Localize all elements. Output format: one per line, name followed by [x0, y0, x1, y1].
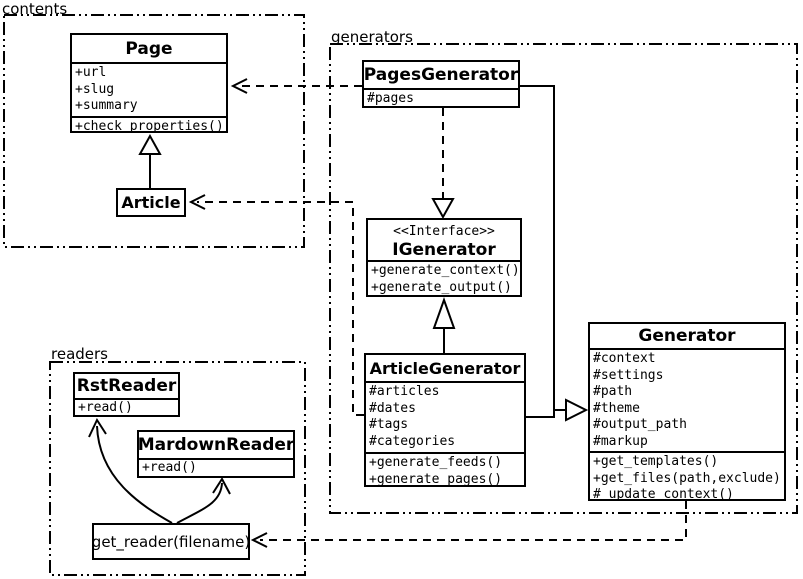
class-igenerator: <<Interface>> IGenerator +generate_conte…	[366, 218, 522, 297]
class-markdownreader-methods: +read()	[139, 458, 293, 476]
class-pagesgenerator: PagesGenerator #pages	[362, 60, 520, 108]
class-article: Article	[116, 188, 186, 217]
class-igenerator-stereotype: <<Interface>>	[393, 224, 495, 239]
attribute: +summary	[75, 98, 138, 113]
class-articlegenerator-title: ArticleGenerator	[369, 358, 521, 378]
attribute: #output_path	[593, 417, 687, 432]
attribute: #dates	[369, 400, 416, 416]
attribute: +url	[75, 65, 107, 80]
method: +get_templates()	[593, 454, 719, 469]
class-page-title: Page	[125, 38, 173, 59]
edge-pagesgenerator-extends-generator	[520, 85, 566, 411]
attribute: #theme	[593, 400, 640, 416]
class-generator-methods: +get_templates() +get_files(path,exclude…	[590, 451, 784, 499]
edge-article-extends-page	[138, 133, 162, 188]
package-generators-border	[329, 43, 798, 514]
class-page-methods: +check_properties()	[72, 116, 226, 131]
class-generator: Generator #context #settings #path #them…	[588, 322, 786, 501]
attribute: #pages	[367, 91, 414, 106]
package-contents-border	[3, 14, 305, 248]
class-rstreader: RstReader +read()	[73, 372, 180, 417]
class-page: Page +url +slug +summary +check_properti…	[70, 33, 228, 133]
edge-getreader-creates-markdownreader	[176, 477, 231, 524]
edge-generator-uses-getreader	[250, 501, 687, 548]
attribute: #context	[593, 351, 656, 366]
attribute: #path	[593, 384, 633, 399]
method: +generate_feeds()	[369, 455, 503, 470]
edge-articlegenerator-uses-article	[188, 194, 364, 416]
attribute: #markup	[593, 433, 648, 449]
attribute: +slug	[75, 81, 115, 97]
method: +generate_output()	[371, 279, 512, 295]
class-page-attributes: +url +slug +summary	[72, 62, 226, 116]
edge-pagesgenerator-implements-igenerator	[431, 108, 455, 220]
attribute: #settings	[593, 367, 664, 383]
package-readers-border	[49, 361, 306, 576]
edge-getreader-creates-rstreader	[88, 417, 173, 524]
attribute: #categories	[369, 433, 456, 449]
class-generator-attributes: #context #settings #path #theme #output_…	[590, 348, 784, 451]
class-markdownreader: MardownReader +read()	[137, 430, 295, 478]
method: +read()	[142, 460, 197, 475]
package-label-contents: contents	[2, 0, 68, 18]
method: +generate_pages()	[369, 471, 503, 486]
method: +read()	[78, 400, 133, 415]
class-generator-title: Generator	[638, 326, 736, 346]
class-articlegenerator: ArticleGenerator #articles #dates #tags …	[364, 353, 526, 487]
edge-articlegenerator-extends-generator	[526, 398, 589, 422]
function-get-reader-label: get_reader(filename)	[91, 532, 251, 551]
class-igenerator-methods: +generate_context() +generate_output()	[368, 260, 520, 295]
edge-pagesgenerator-uses-page	[230, 78, 362, 94]
class-markdownreader-title: MardownReader	[139, 435, 293, 455]
package-label-generators: generators	[331, 28, 413, 46]
class-igenerator-title: IGenerator	[392, 240, 496, 260]
class-pagesgenerator-attributes: #pages	[364, 88, 518, 106]
method: #_update_context()	[593, 487, 734, 499]
class-pagesgenerator-title: PagesGenerator	[364, 65, 518, 85]
attribute: #tags	[369, 417, 409, 432]
method: +check_properties()	[75, 119, 224, 131]
class-rstreader-methods: +read()	[75, 398, 178, 415]
edge-articlegenerator-implements-igenerator	[432, 297, 456, 353]
method: +get_files(path,exclude)	[593, 470, 781, 486]
package-label-readers: readers	[51, 345, 108, 363]
method: +generate_context()	[371, 263, 520, 278]
class-article-title: Article	[121, 193, 181, 212]
class-igenerator-header: <<Interface>> IGenerator	[368, 220, 520, 260]
function-get-reader: get_reader(filename)	[92, 523, 250, 560]
attribute: #articles	[369, 384, 440, 399]
class-articlegenerator-attributes: #articles #dates #tags #categories	[366, 381, 524, 452]
class-rstreader-title: RstReader	[76, 376, 177, 396]
class-articlegenerator-methods: +generate_feeds() +generate_pages()	[366, 452, 524, 485]
